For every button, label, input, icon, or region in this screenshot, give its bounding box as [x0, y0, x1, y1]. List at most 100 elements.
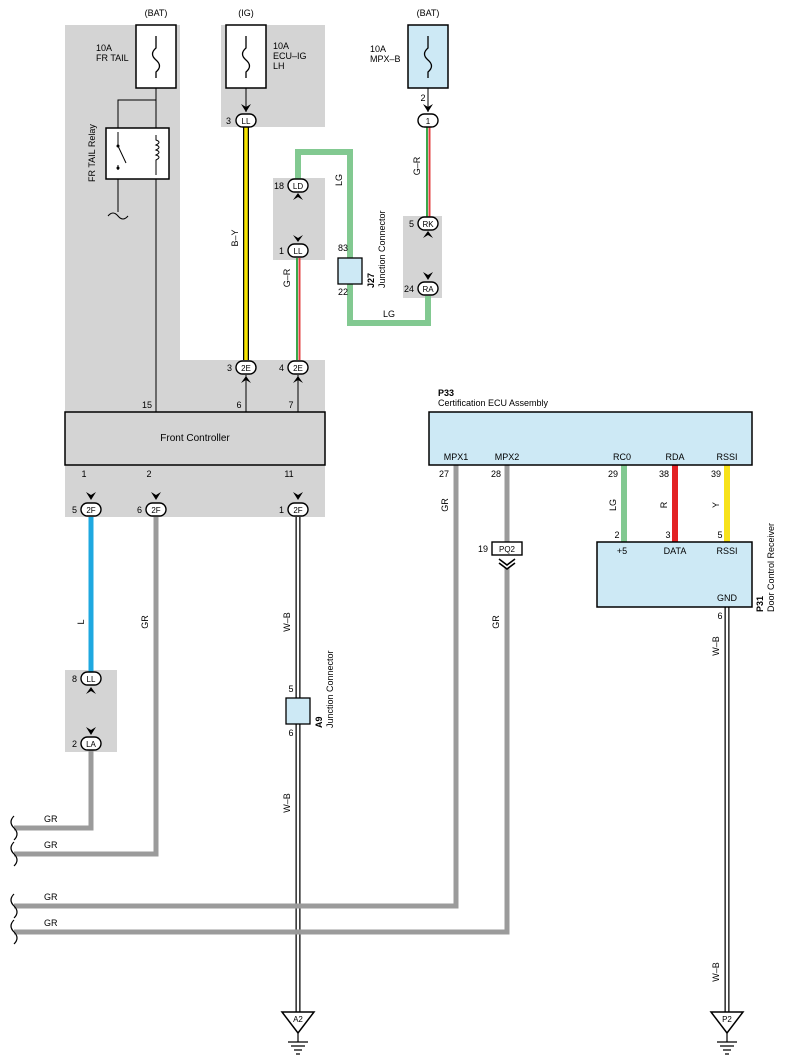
conn-ra-pin: 24 — [404, 284, 414, 294]
wire-label-w-b-lower: W–B — [282, 793, 292, 813]
fc-pin-6: 6 — [236, 400, 241, 410]
ground-p2-label: P2 — [722, 1015, 732, 1024]
ecu-pin-rssi-num: 39 — [711, 469, 721, 479]
fuse-fr-tail-name: FR TAIL — [96, 53, 129, 63]
fc-pin-11: 11 — [284, 469, 293, 479]
wire-break-4 — [10, 919, 18, 945]
ground-p2-triangle — [709, 1011, 745, 1035]
arrow-2e-b — [293, 376, 303, 383]
fuse-fr-tail-rating: 10A — [96, 43, 112, 53]
wire-label-gr-out4: GR — [44, 918, 58, 928]
fuse-mpx-b — [407, 24, 449, 89]
ground-a2-icon — [288, 1033, 308, 1055]
wire-label-lg-top: LG — [334, 174, 344, 186]
ecu-pin-mpx1-num: 27 — [439, 469, 449, 479]
ecu-pin-rssi-name: RSSI — [716, 452, 737, 462]
arrow-mpx1 — [423, 104, 433, 112]
conn-2e-b-pin: 4 — [279, 363, 284, 373]
source-bat-left: (BAT) — [145, 8, 168, 18]
conn-ra-id: RA — [422, 285, 434, 294]
pill-rk — [417, 216, 439, 231]
fc-pin-15: 15 — [142, 400, 152, 410]
ground-p2 — [709, 1011, 745, 1055]
wire-label-g-r-mid: G–R — [282, 268, 292, 287]
wire-label-w-b-recv-lower: W–B — [711, 962, 721, 982]
j27-name: Junction Connector — [377, 210, 387, 288]
ecu-pin-rc0-name: RC0 — [613, 452, 631, 462]
wire-label-l: L — [76, 619, 86, 624]
a9-name: Junction Connector — [325, 650, 335, 728]
a9-junction-box — [285, 697, 311, 725]
fuse-mpx-b-name: MPX–B — [370, 54, 401, 64]
relay-ground-tilde — [107, 212, 129, 220]
conn-2f-b-pin: 6 — [137, 505, 142, 515]
source-ig: (IG) — [238, 8, 254, 18]
conn-2f-b-id: 2F — [151, 506, 160, 515]
arrow-2f-c — [293, 492, 303, 500]
connector-pills — [80, 113, 439, 751]
fuse-fr-tail-icon — [151, 36, 161, 78]
arrow-rk — [423, 231, 433, 238]
ground-a2-label: A2 — [293, 1015, 303, 1024]
wires — [14, 88, 730, 1012]
conn-ll-low-pin: 8 — [72, 674, 77, 684]
fc-pin-7: 7 — [288, 400, 293, 410]
wire-breaks — [10, 815, 18, 945]
pill-2f-a — [80, 502, 102, 517]
wire-break-1 — [10, 815, 18, 841]
pill-ll-top — [235, 113, 257, 128]
ecu-pin-rda-name: RDA — [665, 452, 684, 462]
pill-ll-mid — [287, 243, 309, 258]
wire-label-g-r-right: G–R — [412, 156, 422, 175]
certification-ecu-name: Certification ECU Assembly — [438, 398, 549, 408]
arrow-2f-b — [151, 492, 161, 500]
conn-ll-mid-pin: 1 — [279, 246, 284, 256]
arrow-ll-top — [241, 104, 251, 112]
conn-ll-top-id: LL — [242, 117, 251, 126]
recv-pin-plus5-name: +5 — [617, 546, 627, 556]
conn-ll-top-pin: 3 — [226, 116, 231, 126]
fc-pin-2: 2 — [146, 469, 151, 479]
recv-pin-data-name: DATA — [664, 546, 687, 556]
wire-label-gr-out3: GR — [44, 892, 58, 902]
pq2-connector-box — [491, 541, 523, 556]
lg-loop-wire — [295, 149, 431, 326]
wire-label-lg-rc0: LG — [608, 499, 618, 511]
wire-label-gr-out1: GR — [44, 814, 58, 824]
pill-2f-b — [145, 502, 167, 517]
a9-code: A9 — [314, 716, 324, 728]
ecu-pin-rda-num: 38 — [659, 469, 669, 479]
arrow-ld — [293, 193, 303, 200]
fuse-fr-tail — [135, 24, 177, 89]
connector-arrows — [86, 104, 516, 735]
gr-mpx1-wire — [14, 465, 459, 909]
door-receiver-name: Door Control Receiver — [766, 523, 776, 612]
conn-rk-pin: 5 — [409, 219, 414, 229]
wire-label-b-y: B–Y — [230, 229, 240, 246]
j27-junction-box — [337, 257, 363, 285]
fuse-ecu-ig-icon — [241, 36, 251, 78]
conn-2e-a-pin: 3 — [227, 363, 232, 373]
conn-2f-a-id: 2F — [86, 506, 95, 515]
relay-label: FR TAIL Relay — [87, 124, 97, 182]
arrow-ra — [423, 272, 433, 280]
conn-la-id: LA — [86, 740, 96, 749]
fc-pin-1: 1 — [81, 469, 86, 479]
conn-rk-id: RK — [422, 220, 434, 229]
arrow-ll-low — [86, 687, 96, 694]
conn-2f-c-pin: 1 — [279, 505, 284, 515]
arrow-la — [86, 727, 96, 735]
conn-2e-b-id: 2E — [293, 364, 303, 373]
gr-la-wire — [14, 750, 94, 831]
wire-label-lg-bottom: LG — [383, 309, 395, 319]
conn-ld-pin: 18 — [274, 181, 284, 191]
conn-2f-a-pin: 5 — [72, 505, 77, 515]
ecu-pin-rc0-num: 29 — [608, 469, 618, 479]
pill-2e-a — [235, 360, 257, 375]
j27-pin-top: 83 — [338, 243, 348, 253]
ground-a2 — [280, 1011, 316, 1055]
pill-la — [80, 736, 102, 751]
recv-pin-plus5-num: 2 — [614, 530, 619, 540]
gr-fc2-wire — [14, 517, 159, 857]
source-bat-right: (BAT) — [417, 8, 440, 18]
